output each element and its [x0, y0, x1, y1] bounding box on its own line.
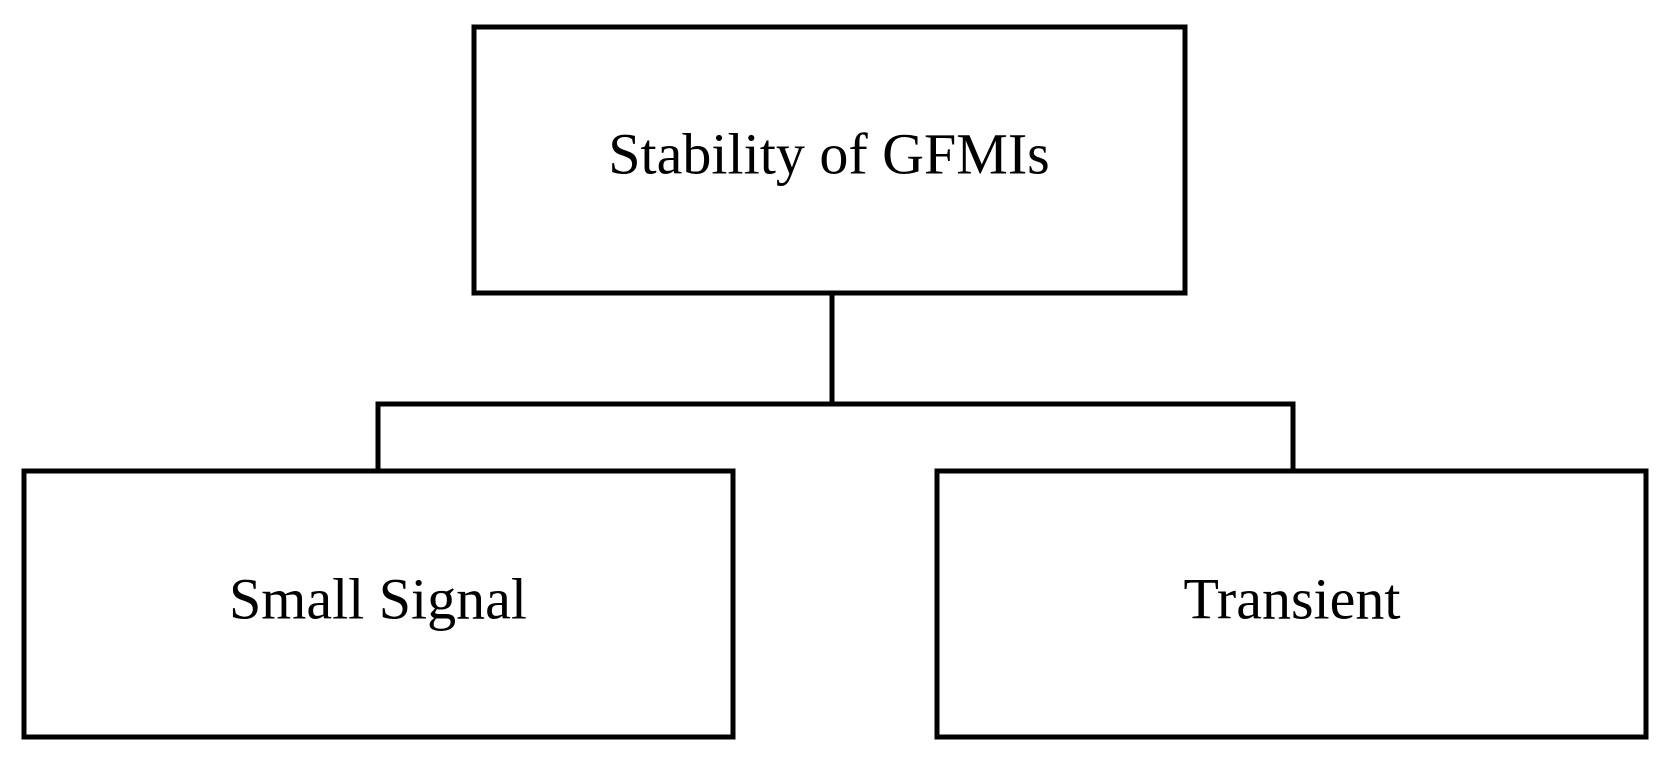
root-node-label: Stability of GFMIs — [608, 121, 1050, 186]
root-node: Stability of GFMIs — [471, 24, 1188, 296]
root-node-box — [471, 24, 1188, 296]
child-node-small-signal-box — [21, 468, 736, 740]
connectors — [375, 292, 1296, 474]
child-node-small-signal-label: Small Signal — [229, 566, 527, 631]
child-node-transient-box — [934, 468, 1649, 740]
child-node-transient: Transient — [934, 468, 1649, 740]
child-node-transient-label: Transient — [1184, 566, 1401, 631]
child-node-small-signal: Small Signal — [21, 468, 736, 740]
